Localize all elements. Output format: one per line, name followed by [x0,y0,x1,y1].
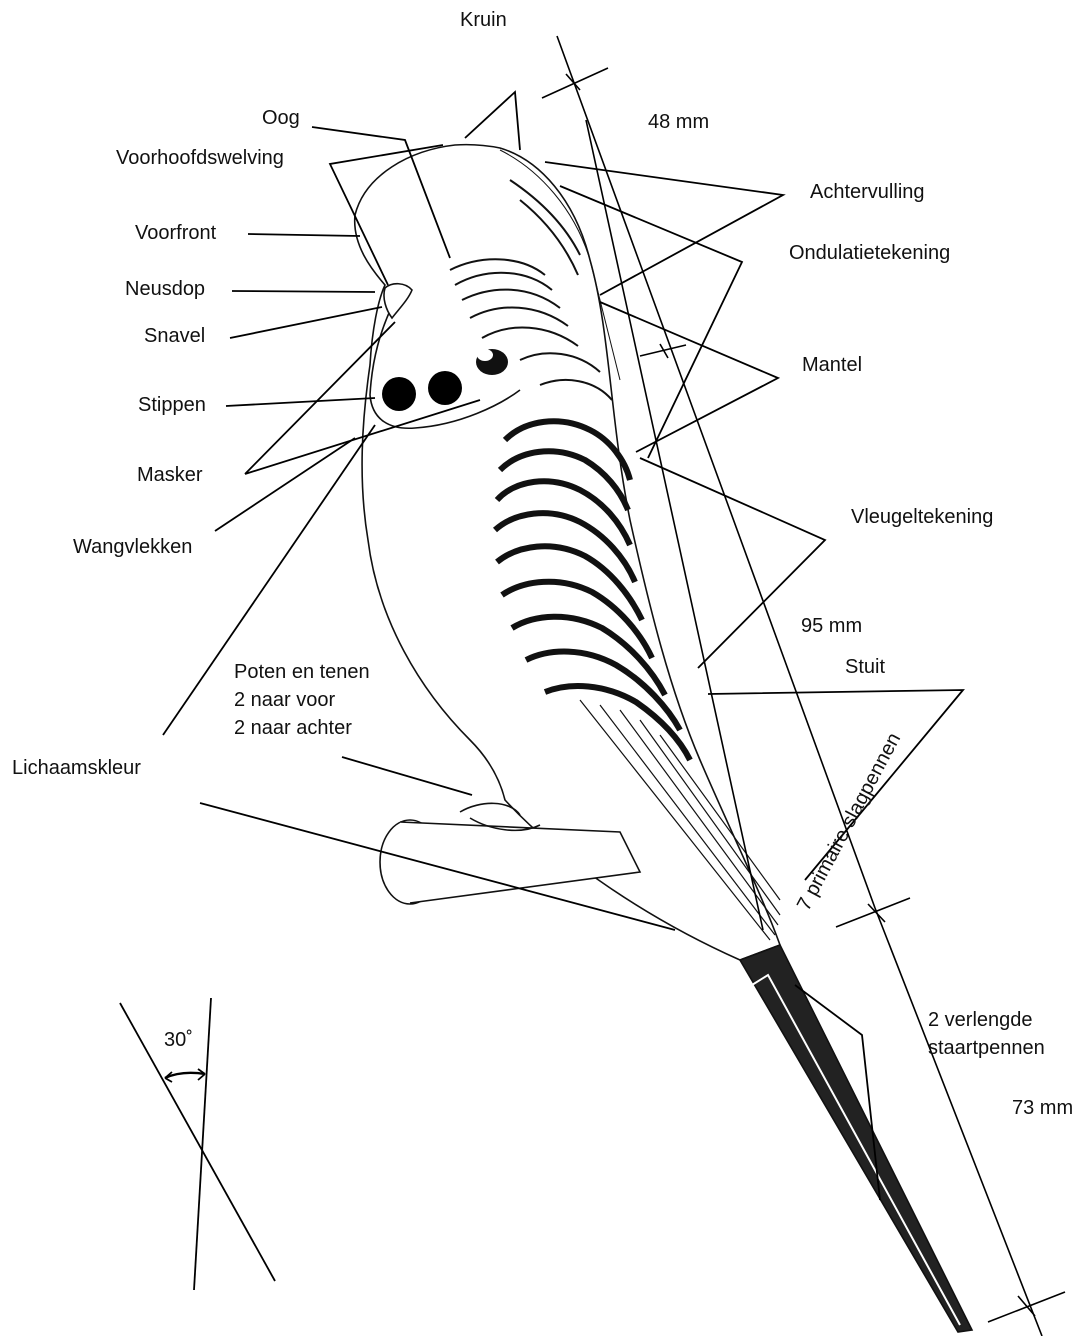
label-lichaamskleur: Lichaamskleur [12,754,141,782]
leader-mantel [600,302,778,452]
angle-label: 30˚ [164,1026,193,1054]
label-voorfront: Voorfront [135,219,216,247]
label-staart-line1: 2 verlengde [928,1006,1033,1034]
label-poten-line2: 2 naar voor [234,686,335,714]
beak [384,284,412,318]
label-kruin: Kruin [460,6,507,34]
leader-poten [342,757,472,795]
label-achtervulling: Achtervulling [810,178,925,206]
leader-snavel [230,307,382,338]
leader-voorhoofdswelving [330,145,443,285]
measurement-head: 48 mm [648,108,709,136]
axis-body [586,120,763,930]
axis-tail [875,908,1042,1336]
tick-top [542,68,608,98]
label-mantel: Mantel [802,351,862,379]
leader-stippen [226,398,375,406]
leader-vleugeltekening [640,458,825,668]
angle-diagram [120,998,275,1290]
label-staart-line2: staartpennen [928,1034,1045,1062]
throat-spot [428,371,462,405]
label-slagpennen: 7 primaire slagpennen [793,729,905,914]
label-stippen: Stippen [138,391,206,419]
throat-spot [382,377,416,411]
measurement-body: 95 mm [801,612,862,640]
tail [740,945,972,1332]
angle-line-vertical [194,998,211,1290]
label-poten-line1: Poten en tenen [234,658,370,686]
tick-mid [640,344,686,358]
label-wangvlekken: Wangvlekken [73,533,192,561]
eye-highlight [477,349,493,361]
bird-illustration [355,145,972,1332]
ondulation-pattern [450,180,612,400]
label-ondulatietekening: Ondulatietekening [789,239,950,267]
label-vleugeltekening: Vleugeltekening [851,503,993,531]
label-voorhoofdswelving: Voorhoofdswelving [116,144,284,172]
perch [400,822,640,903]
measurement-lines [542,36,1065,1336]
measurement-tail: 73 mm [1012,1094,1073,1122]
label-snavel: Snavel [144,322,205,350]
label-neusdop: Neusdop [125,275,205,303]
label-stuit: Stuit [845,653,885,681]
wing-pattern [495,421,690,760]
label-oog: Oog [262,104,300,132]
flight-feathers [580,700,780,940]
leader-neusdop [232,291,375,292]
leader-voorfront [248,234,360,236]
leader-kruin [465,92,520,150]
label-masker: Masker [137,461,203,489]
label-poten-line3: 2 naar achter [234,714,352,742]
